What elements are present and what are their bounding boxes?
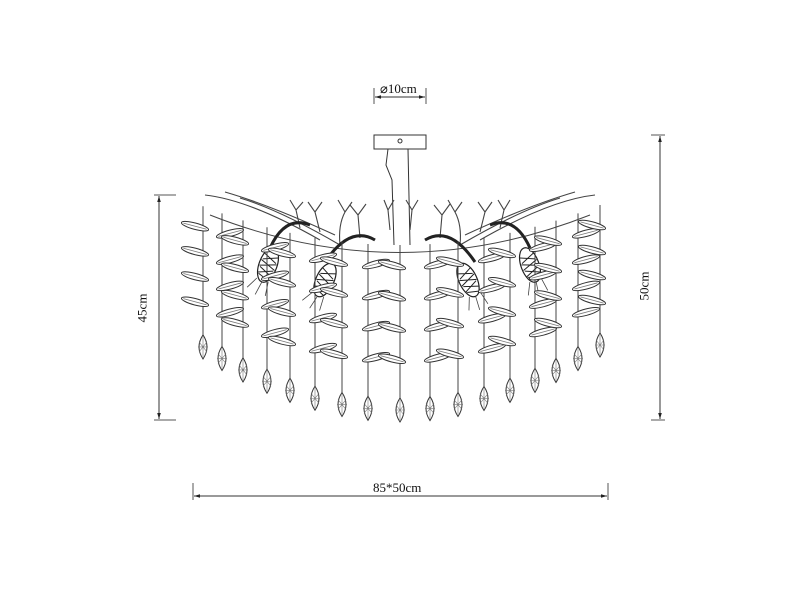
width-dimension — [192, 483, 609, 500]
pendant-strands — [180, 205, 607, 423]
left-height-label: 45cm — [134, 293, 150, 323]
canopy-dimension — [373, 88, 427, 104]
right-height-label: 50cm — [636, 271, 652, 301]
canopy — [373, 134, 427, 246]
right-height-dimension — [651, 134, 665, 421]
canopy-diameter-label: ⌀10cm — [380, 81, 417, 96]
left-height-dimension — [154, 194, 176, 421]
width-label: 85*50cm — [373, 480, 422, 495]
coral-branches — [204, 191, 596, 246]
